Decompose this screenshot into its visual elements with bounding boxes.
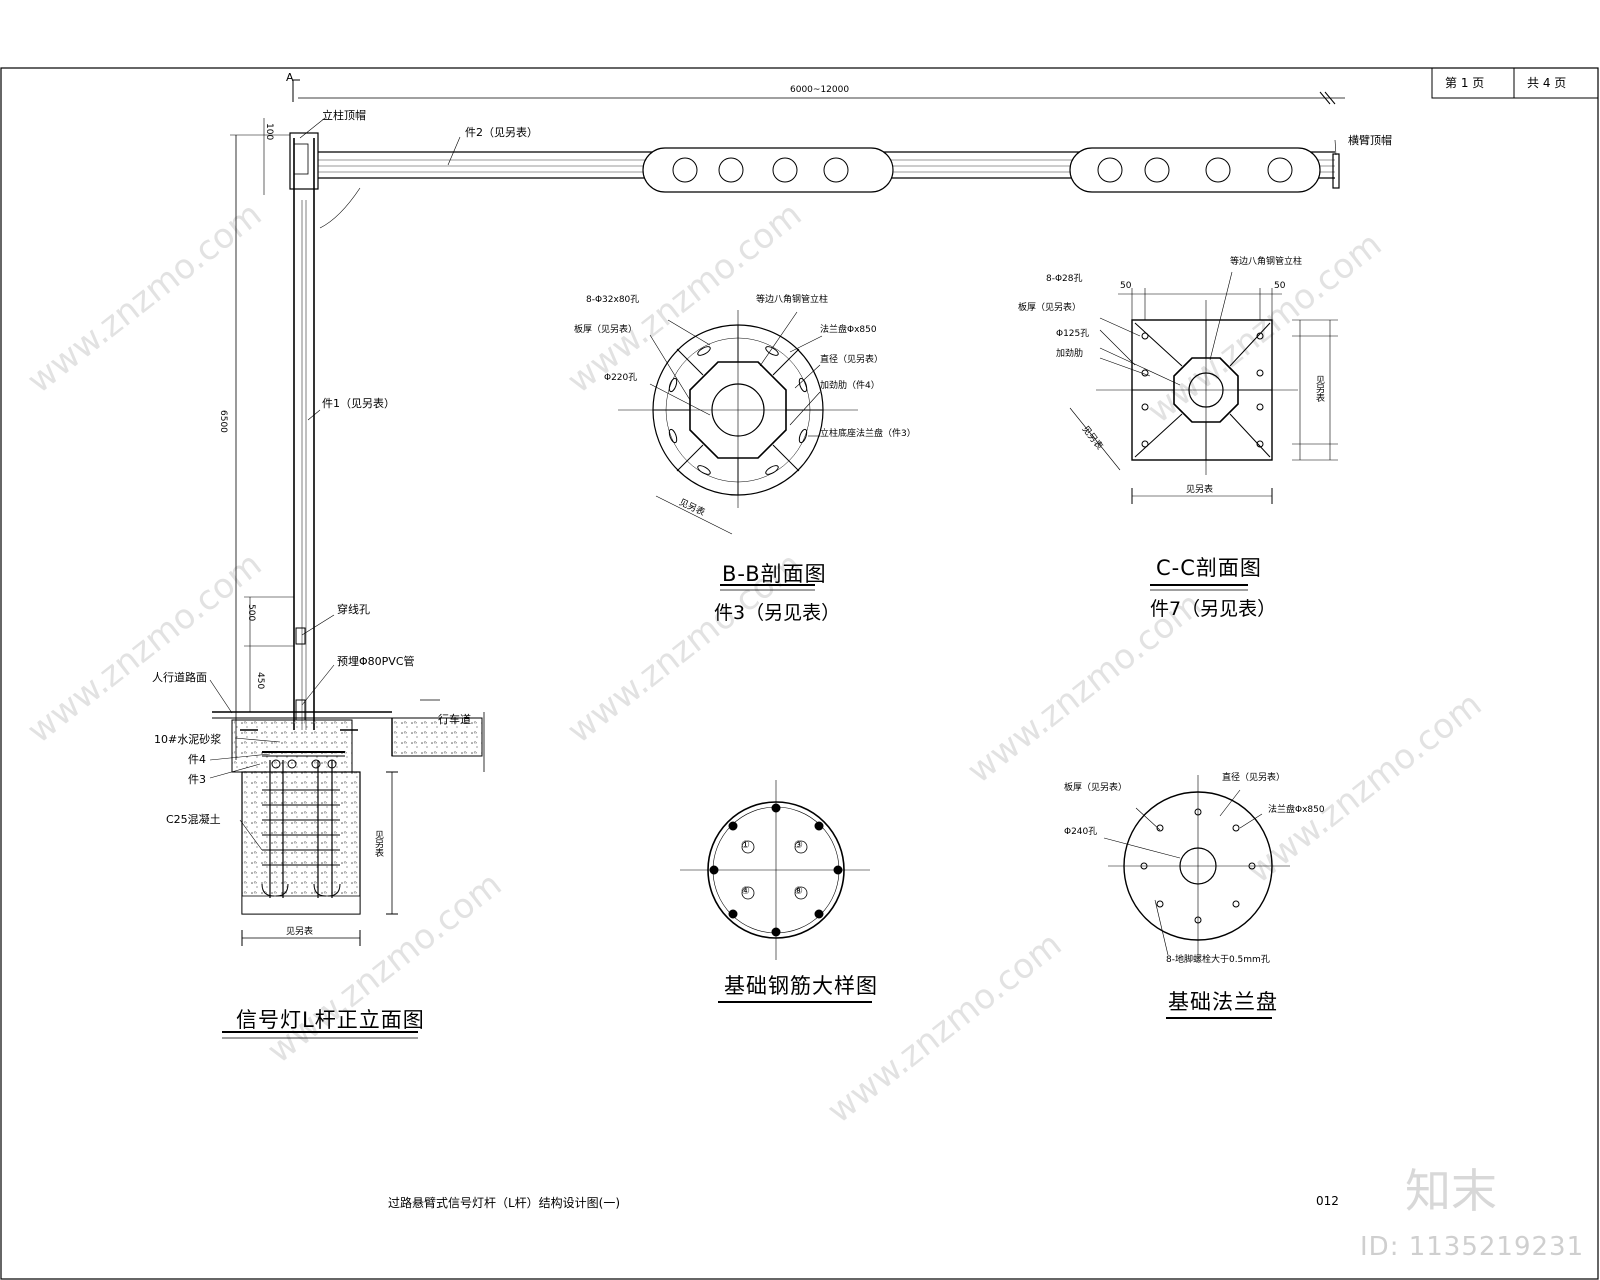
bb-bore-label: Φ220孔: [604, 373, 638, 383]
bb-section-subtitle: 件3（另见表）: [714, 602, 841, 624]
cc-octagon-label: 等边八角钢管立柱: [1230, 257, 1303, 267]
foundation-width-label: 见另表: [286, 927, 314, 937]
cc-section-subtitle: 件7（另见表）: [1150, 598, 1277, 620]
part4-label: 件4: [188, 753, 206, 766]
foundation-depth-label: 见另表: [373, 830, 383, 857]
cc-bore-label: Φ125孔: [1056, 329, 1090, 339]
bb-holes-label: 8-Φ32x80孔: [586, 295, 640, 305]
rebar-number: ③: [794, 840, 803, 851]
page-total: 共 4 页: [1527, 76, 1567, 90]
base-flange-title: 基础法兰盘: [1168, 990, 1278, 1014]
flange-diameter-label: 直径（见另表）: [1222, 773, 1286, 783]
drawing-title: 过路悬臂式信号灯杆（L杆）结构设计图(一): [388, 1196, 621, 1210]
rebar-number: ①: [741, 840, 750, 851]
cc-holes-label: 8-Φ28孔: [1046, 274, 1083, 284]
bb-base-label: 立柱底座法兰盘（件3）: [820, 429, 916, 439]
id-watermark: ID: 1135219231: [1360, 1232, 1585, 1262]
arm-cap-label: 横臂顶帽: [1348, 134, 1392, 147]
concrete-label: C25混凝土: [166, 813, 221, 826]
flange-bore-label: Φ240孔: [1064, 827, 1098, 837]
bb-octagon-label: 等边八角钢管立柱: [756, 295, 829, 305]
wire-height-dimension: 500: [246, 604, 256, 622]
sidewalk-label: 人行道路面: [152, 671, 207, 684]
bb-thickness-label: 板厚（见另表）: [574, 325, 638, 335]
span-dimension: 6000~12000: [790, 85, 850, 95]
rebar-number: ④: [741, 886, 750, 897]
rebar-detail-title: 基础钢筋大样图: [724, 974, 878, 998]
mortar-label: 10#水泥砂浆: [154, 733, 222, 746]
elevation-title: 信号灯L杆正立面图: [236, 1008, 425, 1032]
cc-thickness-label: 板厚（见另表）: [1018, 303, 1082, 313]
flange-size-label: 法兰盘Φx850: [1268, 805, 1325, 815]
flange-holes-label: 8-地脚螺栓大于0.5mm孔: [1166, 955, 1270, 965]
height-dimension: 6500: [218, 410, 228, 433]
cc-height-label: 见另表: [1314, 375, 1324, 402]
rebar-detail-view: [680, 780, 872, 1003]
page-box: [1431, 67, 1599, 99]
base-flange-view: [1103, 775, 1290, 1019]
part3-label: 件3: [188, 773, 206, 786]
cc-section-title: C-C剖面图: [1156, 556, 1262, 580]
bb-section-view: [618, 310, 858, 591]
cc-section-view: [1069, 271, 1338, 591]
conduit-label: 预埋Φ80PVC管: [337, 655, 415, 668]
brand-watermark: 知末: [1405, 1164, 1497, 1218]
roadway-label: 行车道: [438, 713, 471, 726]
rebar-number: ⑧: [794, 886, 803, 897]
drawing-number: 012: [1316, 1194, 1339, 1208]
pole-label: 件1（见另表）: [322, 397, 395, 410]
cc-dim-50-left: 50: [1120, 281, 1132, 291]
bb-flange-label: 法兰盘Φx850: [820, 325, 877, 335]
cc-width-label: 见另表: [1186, 485, 1214, 495]
sheet-border: [0, 67, 1599, 1280]
flange-thickness-label: 板厚（见另表）: [1064, 783, 1128, 793]
bb-diameter-label: 直径（见另表）: [820, 355, 884, 365]
page-number: 第 1 页: [1445, 76, 1485, 90]
cc-rib-label: 加劲肋: [1056, 349, 1084, 359]
elevation-view: [209, 79, 1345, 1039]
cap-gap-dimension: 100: [264, 123, 274, 141]
bb-section-title: B-B剖面图: [722, 562, 827, 586]
section-mark-a: A: [286, 71, 294, 84]
bb-rib-label: 加劲肋（件4）: [820, 381, 880, 391]
cc-dim-50-right: 50: [1274, 281, 1286, 291]
height-450-dimension: 450: [255, 672, 265, 690]
wire-hole-label: 穿线孔: [337, 603, 370, 616]
pole-cap-label: 立柱顶帽: [322, 109, 366, 122]
arm-label: 件2（见另表）: [465, 126, 538, 139]
